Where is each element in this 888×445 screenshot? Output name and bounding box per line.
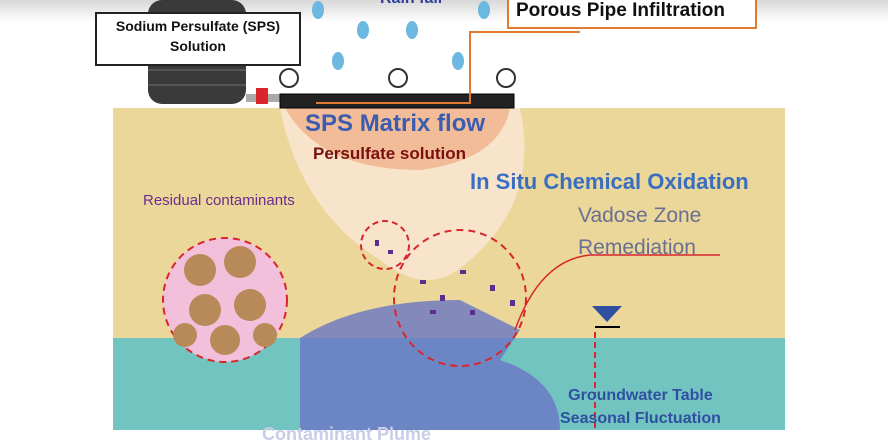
sps-matrix-zone — [285, 108, 510, 170]
persulfate-label: Persulfate solution — [313, 144, 467, 163]
diagram-canvas — [95, 0, 785, 430]
tank-label-box — [95, 12, 301, 66]
isco-label: In Situ Chemical Oxidation — [470, 169, 749, 194]
groundwater-label-line2: Seasonal Fluctuation — [560, 410, 721, 427]
plume-label: Contaminant Plume — [262, 424, 432, 444]
pipe-callout-line — [316, 31, 580, 104]
pipe-label-box — [507, 0, 757, 29]
porous-pipe — [279, 93, 515, 109]
pressure-gauge-icons — [279, 68, 516, 88]
contaminant-plume — [300, 300, 560, 430]
groundwater-label-line1: Groundwater Table — [568, 387, 713, 404]
rainfall-label: Rain fall — [380, 0, 442, 8]
tank-label-line1: Sodium Persulfate (SPS) — [115, 18, 281, 34]
residual-label: Residual contaminants — [143, 192, 295, 209]
small-zoom-circle — [360, 220, 410, 270]
pipe-label: Porous Pipe Infiltration — [516, 0, 726, 21]
tank-label-line2: Solution — [170, 38, 226, 54]
contaminant-particles — [375, 240, 515, 315]
vadose-label-line1: Vadose Zone — [578, 204, 702, 227]
vadose-label-line2: Remediation — [578, 236, 696, 259]
contaminant-zoom-circle — [393, 229, 527, 367]
matrix-flow-label: SPS Matrix flow — [305, 110, 486, 137]
vadose-pointer-line — [514, 254, 720, 331]
raindrop-icons — [312, 1, 490, 70]
tank-label: Sodium Persulfate (SPS) Solution — [96, 16, 300, 56]
vadose-label: Vadose Zone Remediation — [578, 200, 701, 264]
groundwater-label: Groundwater Table Seasonal Fluctuation — [560, 384, 721, 430]
valve-icon — [256, 88, 268, 104]
water-table-icon — [592, 306, 622, 322]
